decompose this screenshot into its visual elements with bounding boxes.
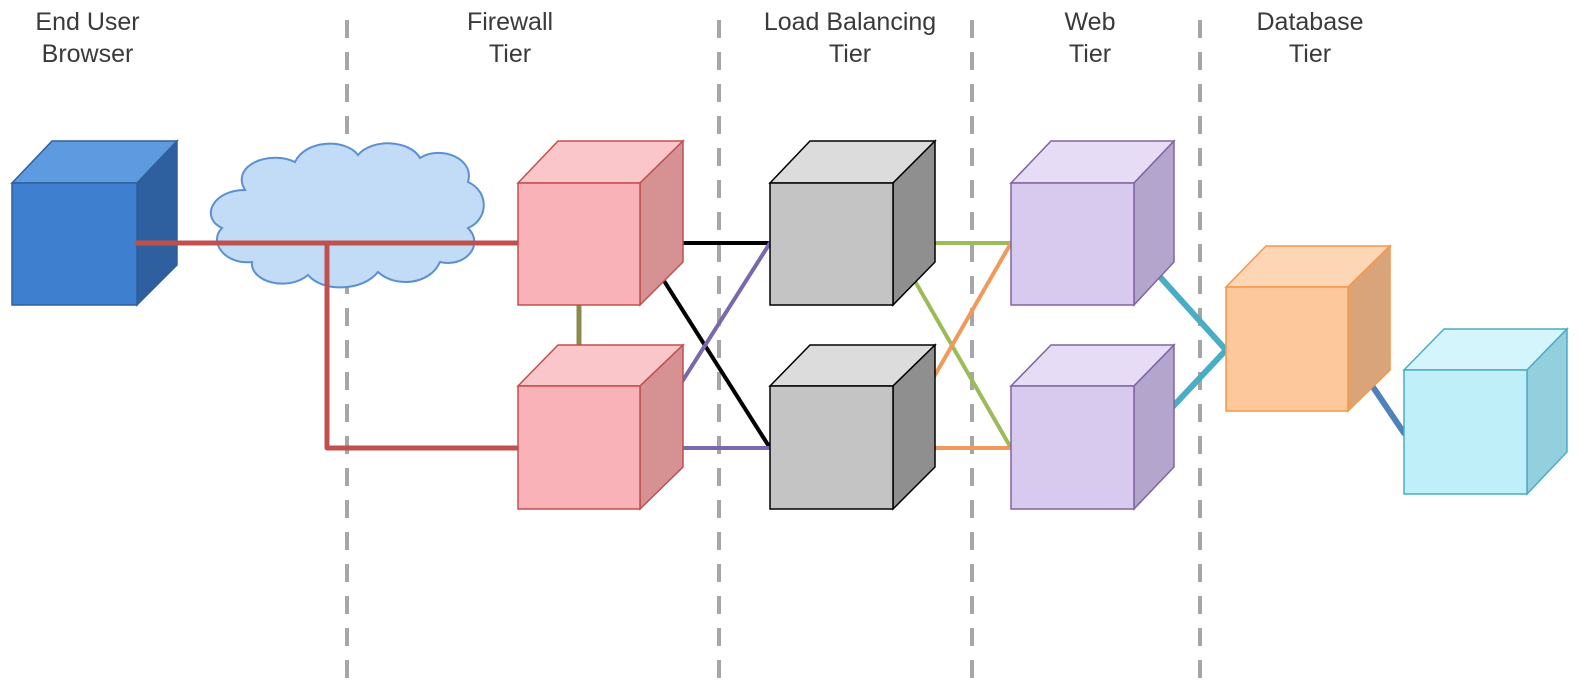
link-browser-firewall-2 — [324, 240, 521, 451]
tier-label-line2: Tier — [828, 40, 872, 68]
tier-label-line1: End User — [35, 8, 140, 36]
tier-label-load-balancing: Load Balancing Tier — [735, 6, 965, 70]
tier-label-end-user: End User Browser — [0, 6, 175, 70]
web-server-cube-1 — [1009, 139, 1176, 307]
database-primary-cube — [1224, 244, 1392, 413]
tier-label-web: Web Tier — [1030, 6, 1150, 70]
tier-dividers — [345, 20, 1202, 687]
tier-label-firewall: Firewall Tier — [420, 6, 600, 70]
tier-label-line1: Database — [1256, 8, 1364, 36]
tier-label-line2: Tier — [488, 40, 532, 68]
tier-label-line1: Web — [1064, 8, 1116, 36]
tier-label-line2: Browser — [41, 40, 134, 68]
browser-cube — [10, 139, 179, 307]
load-balancer-cube-1 — [768, 139, 937, 307]
load-balancer-cube-2 — [768, 343, 937, 511]
tier-label-database: Database Tier — [1230, 6, 1390, 70]
database-replica-cube — [1402, 327, 1569, 496]
tier-label-line1: Firewall — [466, 8, 554, 36]
internet-cloud-icon — [210, 142, 485, 289]
web-server-cube-2 — [1009, 343, 1176, 511]
firewall-cube-1 — [516, 139, 685, 307]
firewall-cube-2 — [516, 343, 685, 511]
tier-label-line2: Tier — [1068, 40, 1112, 68]
tier-label-line1: Load Balancing — [763, 8, 937, 36]
tier-label-line2: Tier — [1288, 40, 1332, 68]
